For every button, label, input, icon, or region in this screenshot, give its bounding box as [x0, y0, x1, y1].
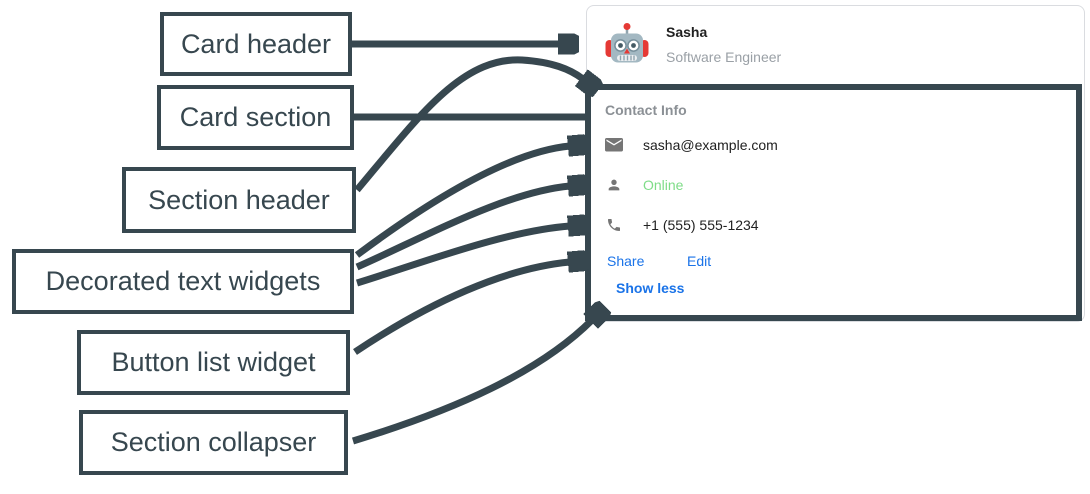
arrow-decorated-email — [354, 146, 570, 258]
email-text: sasha@example.com — [643, 137, 778, 153]
mail-icon — [605, 137, 623, 153]
decorated-text-status: Online — [605, 175, 683, 195]
section-header-title: Contact Info — [605, 102, 687, 118]
card-header-text: Sasha Software Engineer — [666, 25, 781, 64]
person-subtitle: Software Engineer — [666, 48, 782, 65]
arrow-button-list — [353, 262, 570, 355]
robot-avatar-icon — [605, 23, 649, 63]
edit-button[interactable]: Edit — [687, 253, 712, 269]
status-text: Online — [643, 177, 684, 193]
section-collapser-button[interactable]: Show less — [616, 280, 685, 296]
arrow-section-header — [354, 56, 583, 193]
decorated-text-email: sasha@example.com — [605, 135, 778, 155]
person-name: Sasha — [666, 23, 708, 40]
annotation-label-section-header: Section header — [122, 167, 356, 233]
phone-icon — [605, 217, 623, 233]
card-section: Contact Info sasha@example.com Online +1… — [585, 84, 1082, 321]
arrow-decorated-phone — [355, 226, 570, 287]
share-button[interactable]: Share — [607, 253, 645, 269]
annotation-label-card-header: Card header — [160, 12, 352, 76]
arrow-decorated-status — [355, 186, 570, 271]
annotation-label-button-list-widget: Button list widget — [77, 330, 350, 395]
phone-text: +1 (555) 555-1234 — [643, 217, 759, 233]
annotation-label-section-collapser: Section collapser — [79, 410, 348, 475]
person-icon — [605, 177, 623, 193]
annotation-label-decorated-text-widgets: Decorated text widgets — [12, 249, 354, 314]
annotation-label-card-section: Card section — [157, 85, 354, 150]
decorated-text-phone: +1 (555) 555-1234 — [605, 215, 759, 235]
card-header: Sasha Software Engineer — [587, 6, 1084, 82]
arrow-section-collapser — [351, 320, 592, 445]
